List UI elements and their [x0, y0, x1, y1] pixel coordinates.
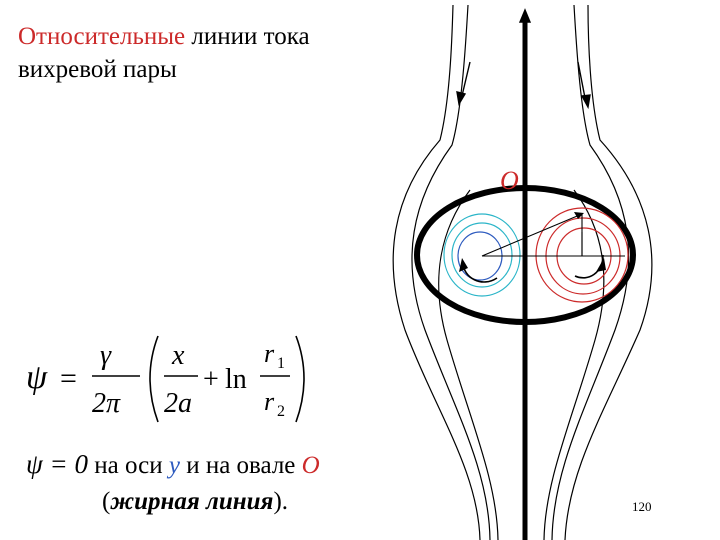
left-rotation-arc: [462, 261, 498, 283]
title-line-2: вихревой пары: [18, 56, 177, 83]
streamline-inner-left: [438, 189, 499, 540]
oval-label-O: O: [500, 166, 519, 195]
formula-psi: ψ: [26, 359, 48, 396]
note-line-2: (жирная линия).: [26, 488, 288, 515]
streamline-inner-right: [543, 189, 605, 540]
formula-two-a: 2a: [164, 388, 192, 419]
title-part-2: линии тока: [185, 23, 310, 50]
note-paren-open: (: [102, 488, 111, 515]
right-vortex-ring-1: [535, 207, 629, 303]
streamline-left-2: [392, 4, 481, 540]
note-bold-text: жирная линия: [110, 488, 274, 515]
formula-r1-sub: 1: [277, 355, 285, 372]
streamline-right-1: [551, 4, 630, 540]
formula-left-paren: [149, 335, 159, 423]
formula-ln: ln: [225, 364, 247, 395]
boundary-note: ψ = 0 на оси y и на овале O (жирная лини…: [26, 446, 320, 520]
note-O: O: [301, 452, 320, 479]
left-rotation-arrow-icon: [459, 258, 468, 272]
note-text-1: на оси: [88, 452, 169, 479]
vector-tip-icon: [574, 212, 584, 219]
flow-arrow-right-icon: [580, 94, 591, 110]
stream-function-formula: ψ = γ 2π x 2a + ln r 1 r 2: [22, 328, 322, 428]
note-psi-zero: ψ = 0: [26, 449, 88, 479]
left-vortex-ring-2: [451, 222, 513, 288]
formula-equals: =: [60, 362, 77, 395]
formula-r1: r: [264, 339, 275, 368]
title-part-1: Относительные: [18, 23, 186, 50]
note-y: y: [168, 452, 180, 479]
formula-r2-sub: 2: [277, 403, 285, 420]
formula-x: x: [171, 340, 185, 371]
note-text-2: и на овале: [179, 452, 302, 479]
formula-gamma: γ: [100, 340, 112, 371]
right-rotation-arc: [574, 254, 604, 279]
formula-two-pi: 2π: [92, 388, 121, 419]
slide-title: Относительные линии тока вихревой пары: [18, 20, 310, 86]
page-number: 120: [632, 499, 652, 514]
formula-plus: +: [203, 364, 219, 395]
formula-r2: r: [264, 387, 275, 416]
left-vortex-ring-1: [443, 213, 521, 297]
streamline-left-1: [411, 4, 491, 540]
note-paren-close: ).: [273, 488, 289, 515]
formula-right-paren: [295, 335, 305, 423]
flow-arrow-left-icon: [456, 91, 467, 106]
streamline-right-2: [564, 4, 653, 540]
right-rotation-arrow-icon: [596, 258, 606, 272]
r1-vector: [481, 213, 583, 257]
